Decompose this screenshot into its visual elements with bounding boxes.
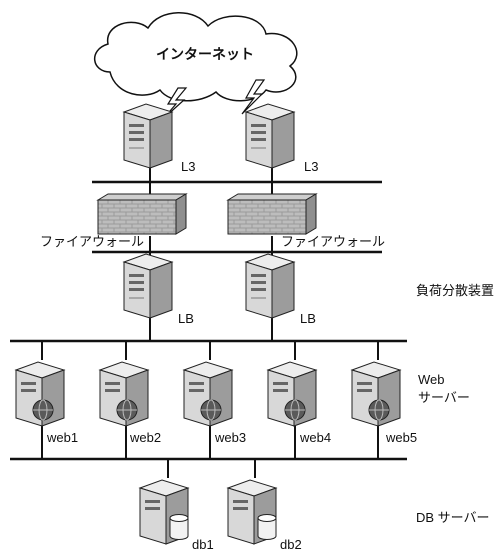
- db-server-2: [227, 479, 277, 545]
- db-server-label: db2: [280, 537, 302, 552]
- web-group-label: Web: [418, 372, 445, 387]
- brick-wall-icon: [96, 193, 188, 235]
- cloud-icon: [94, 12, 298, 102]
- server-tower-icon: [245, 253, 295, 319]
- web-server-1: [15, 361, 65, 427]
- db-server-label: db1: [192, 537, 214, 552]
- web-server-2: [99, 361, 149, 427]
- web-server-icon: [351, 361, 401, 427]
- web-server-icon: [99, 361, 149, 427]
- firewall-2: [226, 193, 318, 235]
- web-server-label: web5: [385, 430, 417, 445]
- router-1: [123, 103, 173, 169]
- web-server-3: [183, 361, 233, 427]
- database-server-icon: [227, 479, 277, 545]
- load-balancer-1: [123, 253, 173, 319]
- web-server-5: [351, 361, 401, 427]
- firewall-1: [96, 193, 188, 235]
- web-server-icon: [267, 361, 317, 427]
- web-server-label: web4: [299, 430, 331, 445]
- db-server-1: [139, 479, 189, 545]
- lightning-icon: [241, 79, 266, 115]
- load-balancer-label: LB: [300, 311, 316, 326]
- web-server-label: web3: [214, 430, 246, 445]
- lightning-icon: [163, 87, 188, 119]
- router-2: [245, 103, 295, 169]
- web-server-icon: [15, 361, 65, 427]
- server-tower-icon: [123, 103, 173, 169]
- web-server-label: web2: [129, 430, 161, 445]
- network-lines: [10, 166, 407, 478]
- server-tower-icon: [123, 253, 173, 319]
- load-balancer-2: [245, 253, 295, 319]
- database-server-icon: [139, 479, 189, 545]
- db-group-label: DB サーバー: [416, 510, 490, 525]
- brick-wall-icon: [226, 193, 318, 235]
- web-server-icon: [183, 361, 233, 427]
- router-label: L3: [181, 159, 195, 174]
- load-balancer-group-label: 負荷分散装置: [416, 283, 494, 298]
- cloud-label: インターネット: [156, 46, 254, 62]
- web-server-label: web1: [46, 430, 78, 445]
- web-group-label: サーバー: [418, 390, 470, 405]
- firewall-label: ファイアウォール: [40, 234, 144, 249]
- firewall-label: ファイアウォール: [281, 234, 385, 249]
- router-label: L3: [304, 159, 318, 174]
- server-tower-icon: [245, 103, 295, 169]
- web-server-4: [267, 361, 317, 427]
- load-balancer-label: LB: [178, 311, 194, 326]
